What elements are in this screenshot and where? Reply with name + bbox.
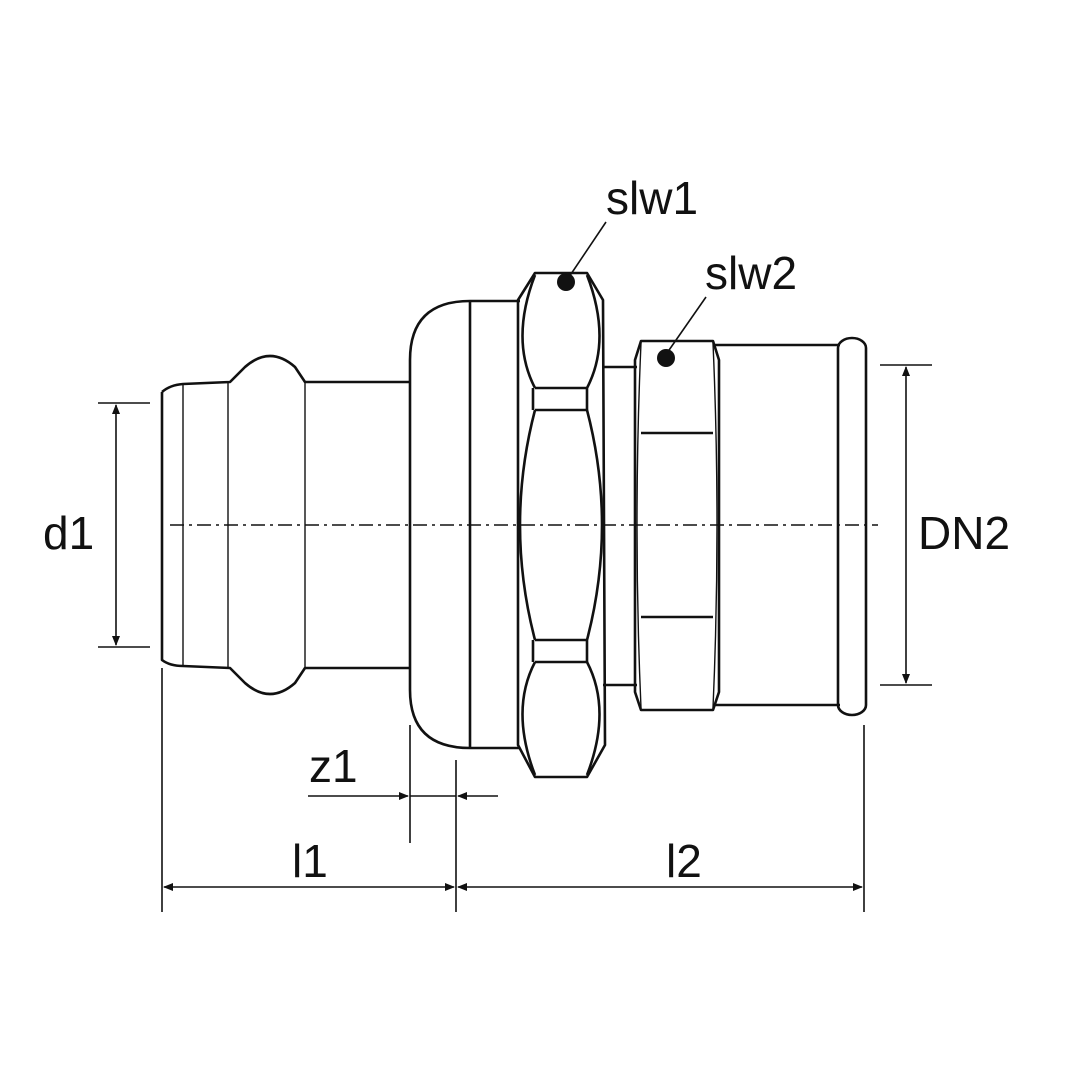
dn2-dimension <box>880 364 932 686</box>
nut-slw2 <box>633 339 721 712</box>
label-slw2: slw2 <box>705 247 797 299</box>
union-nut-slw1 <box>516 271 607 779</box>
d1-dimension <box>98 402 150 648</box>
union-cap <box>408 299 520 750</box>
label-slw1: slw1 <box>606 172 698 224</box>
label-dn2: DN2 <box>918 507 1010 559</box>
press-end <box>160 354 410 696</box>
threaded-body <box>713 343 840 707</box>
end-bead <box>836 336 868 717</box>
label-d1: d1 <box>43 507 94 559</box>
label-l1: l1 <box>292 835 328 887</box>
label-l2: l2 <box>666 835 702 887</box>
label-z1: z1 <box>309 740 358 792</box>
slw1-marker <box>557 273 575 291</box>
slw2-marker <box>657 349 675 367</box>
